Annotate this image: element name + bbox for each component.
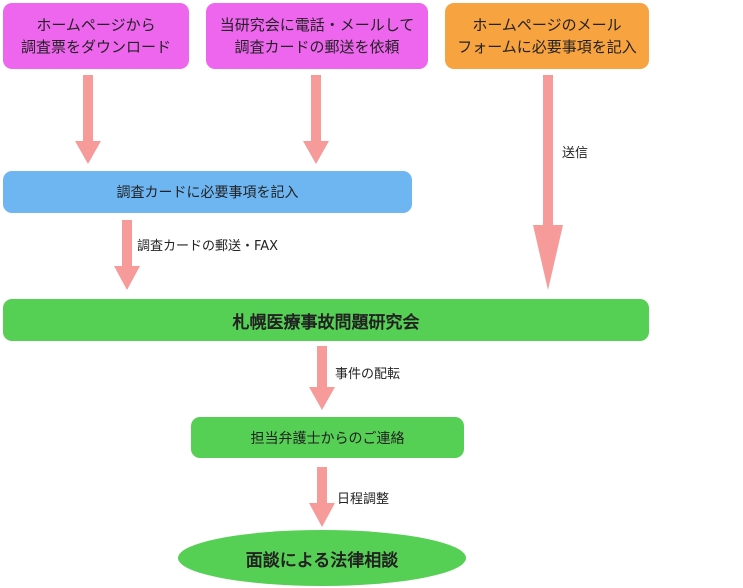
consultation-ellipse: 面談による法律相談 <box>178 530 466 586</box>
arrow-webform-to-society <box>533 75 563 290</box>
schedule-label: 日程調整 <box>337 492 390 507</box>
society-box: 札幌医療事故問題研究会 <box>3 299 649 341</box>
arrow-lawyer-to-consultation <box>309 467 335 527</box>
web-form-line2: フォームに必要事項を記入 <box>457 38 637 56</box>
mail-fax-label: 調査カードの郵送・FAX <box>137 239 279 254</box>
web-form-line1: ホームページのメール <box>472 16 622 34</box>
arrow-download-to-card <box>75 75 101 164</box>
contact-request-line1: 当研究会に電話・メールして <box>219 16 415 34</box>
arrow-contact-to-card <box>303 75 329 164</box>
download-form-line2: 調査票をダウンロード <box>20 38 171 56</box>
lawyer-contact-label: 担当弁護士からのご連絡 <box>250 430 405 447</box>
assign-label: 事件の配転 <box>335 367 401 382</box>
arrow-card-to-society <box>114 220 140 290</box>
fill-card-label: 調査カードに必要事項を記入 <box>116 185 299 201</box>
web-form-box: ホームページのメール フォームに必要事項を記入 <box>445 3 649 69</box>
download-form-line1: ホームページから <box>36 16 156 34</box>
arrow-society-to-lawyer <box>309 346 335 410</box>
lawyer-contact-box: 担当弁護士からのご連絡 <box>191 417 464 458</box>
contact-request-box: 当研究会に電話・メールして 調査カードの郵送を依頼 <box>206 3 428 69</box>
society-label: 札幌医療事故問題研究会 <box>232 312 420 333</box>
consultation-label: 面談による法律相談 <box>245 550 399 571</box>
download-form-box: ホームページから 調査票をダウンロード <box>3 3 189 69</box>
fill-card-box: 調査カードに必要事項を記入 <box>3 171 412 213</box>
contact-request-line2: 調査カードの郵送を依頼 <box>234 38 400 56</box>
send-label: 送信 <box>562 146 589 161</box>
